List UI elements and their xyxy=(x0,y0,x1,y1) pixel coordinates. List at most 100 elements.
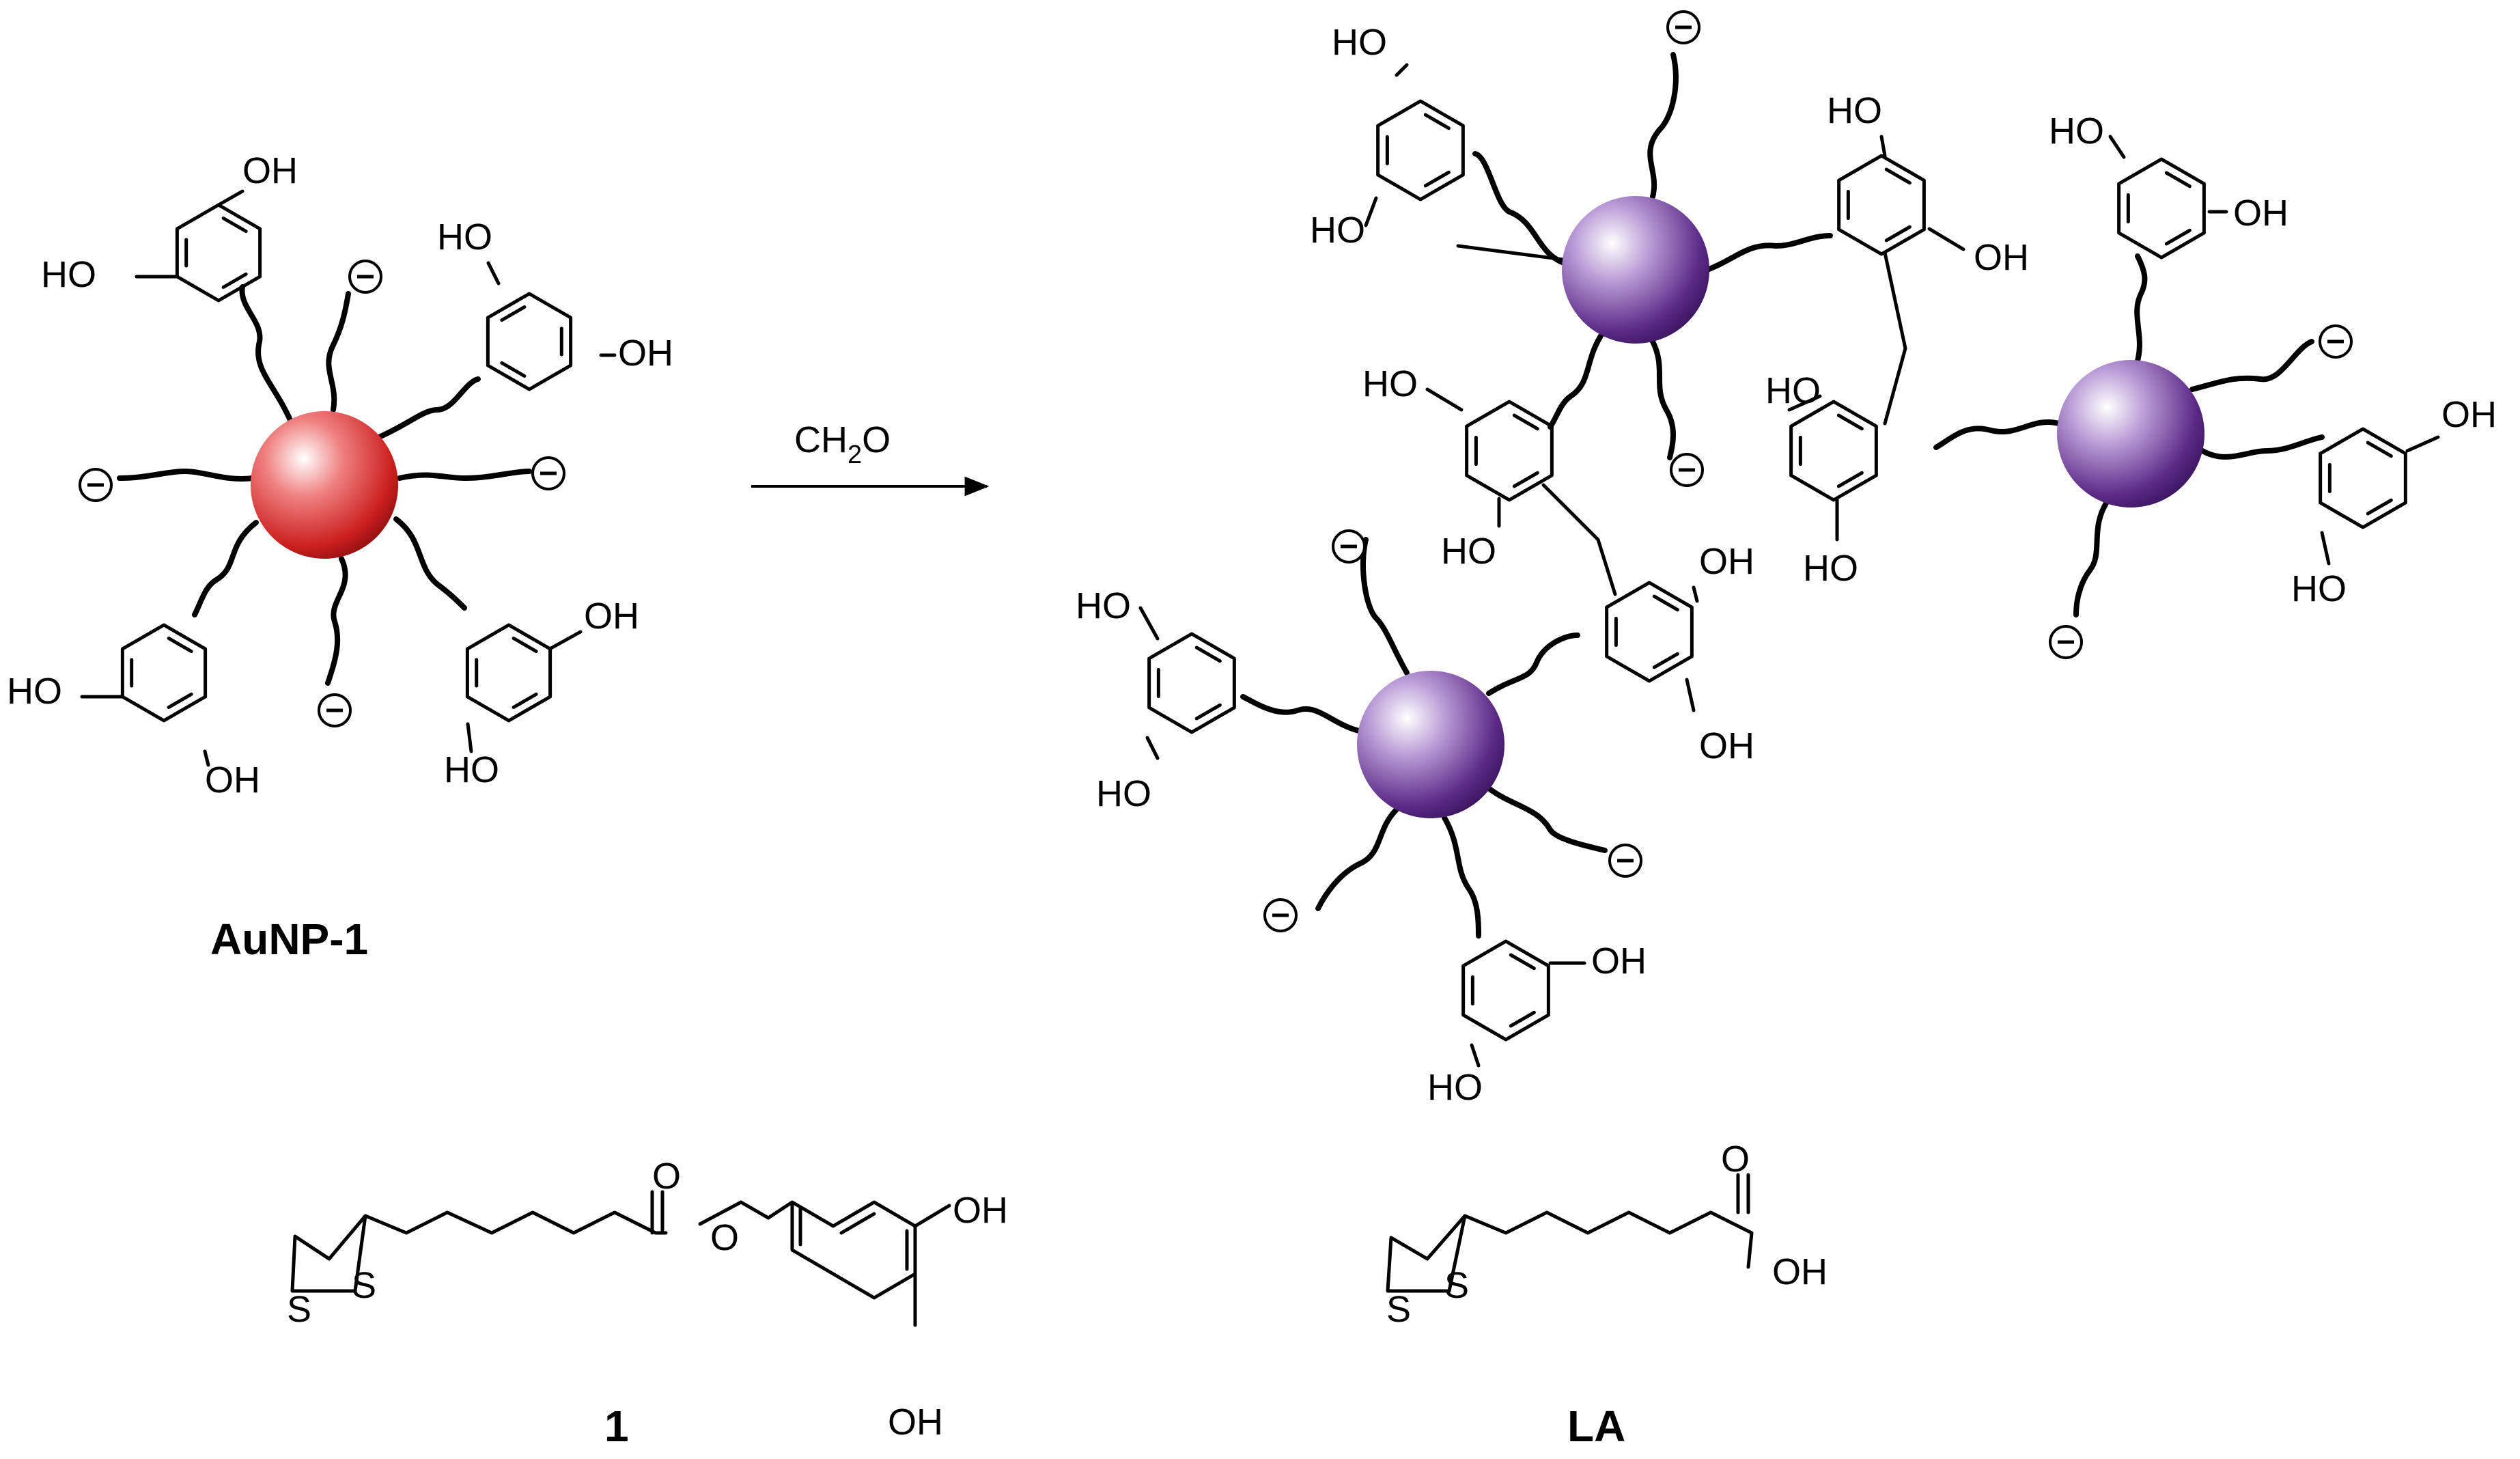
linker-p2-upper-right xyxy=(1486,633,1580,696)
linker-p2-left xyxy=(1240,694,1362,734)
linker-p1-bottom xyxy=(1650,339,1676,460)
product-nanoparticle-bottom xyxy=(1357,671,1504,818)
ho-label: HO xyxy=(1076,585,1131,626)
ho-bond xyxy=(1879,135,1887,158)
ho-label: HO xyxy=(1827,90,1882,131)
resorcinol-rings xyxy=(120,99,2407,1042)
compound-1-structure xyxy=(290,1190,951,1327)
negative-charge-icon xyxy=(2319,324,2353,359)
oh-label: OH xyxy=(2441,394,2497,435)
sulfur-label: S xyxy=(1386,1289,1411,1330)
linker-aunp1-lower-left xyxy=(192,520,259,617)
ring-p1-outer xyxy=(1376,99,1465,202)
oh-label: OH xyxy=(205,760,260,801)
linker-p2-lower-right xyxy=(1483,783,1608,853)
ring-p3-right xyxy=(2319,427,2407,529)
oh-label: OH xyxy=(2233,193,2288,234)
oh-label: OH xyxy=(1591,941,1647,982)
linker-aunp1-right xyxy=(397,469,532,482)
ho-bond xyxy=(2108,135,2126,159)
ho-label: HO xyxy=(2291,568,2347,609)
oh-bond xyxy=(548,630,583,651)
negative-charge-icon xyxy=(1666,10,1700,44)
compound-la-structure xyxy=(1386,1173,1754,1293)
oh-label: OH xyxy=(1974,237,2029,278)
negative-charge-icon xyxy=(1332,529,1366,564)
ring-p3-bridge xyxy=(1789,400,1878,502)
product-nanoparticle-top xyxy=(1562,196,1709,344)
oh-bond xyxy=(1692,585,1699,603)
ho-label: HO xyxy=(1310,210,1365,251)
linker-p1-top xyxy=(1647,52,1679,199)
ring-aunp1-lower-right xyxy=(465,623,552,723)
oh-label: OH xyxy=(618,333,673,374)
sulfur-label: S xyxy=(287,1289,311,1330)
negative-charge-icon xyxy=(79,468,113,502)
ho-bond xyxy=(1395,63,1409,77)
ho-bond xyxy=(1145,736,1160,760)
oh-bond xyxy=(216,189,244,207)
nanoparticles xyxy=(251,196,2204,818)
acid-oh-label: OH xyxy=(1772,1251,1828,1292)
linker-p3-right xyxy=(2200,434,2325,460)
carbonyl-oxygen-label: O xyxy=(1721,1139,1750,1180)
linker-aunp1-left xyxy=(117,468,255,482)
ho-bond xyxy=(1364,196,1378,227)
negative-charge-icon xyxy=(348,260,382,294)
oh-label: OH xyxy=(953,1190,1008,1231)
oh-label: OH xyxy=(1699,541,1754,582)
ho-label: HO xyxy=(1427,1067,1483,1108)
linker-aunp1-bottom xyxy=(325,556,348,686)
linker-aunp1-top-left xyxy=(239,284,293,423)
carbonyl-oxygen-label: O xyxy=(652,1156,681,1197)
ho-label: HO xyxy=(1803,548,1858,589)
linker-aunp1-upper-right xyxy=(376,376,481,440)
linker-aunp1-lower-right xyxy=(393,516,467,611)
methylene-bridge-right xyxy=(1883,251,1907,350)
oh-bond xyxy=(2405,435,2440,453)
ho-label: HO xyxy=(1096,773,1151,814)
linker-aunp1-top xyxy=(326,291,351,413)
ho-label: HO xyxy=(7,671,62,712)
ho-label: HO xyxy=(41,254,96,295)
ho-label: HO xyxy=(1332,22,1387,63)
ring-p1-lower-bridge xyxy=(1465,400,1554,502)
ring-p2-bottom xyxy=(1461,939,1550,1042)
ring-aunp1-top-left xyxy=(175,203,262,303)
linker-p1-left xyxy=(1472,151,1567,266)
ho-bond xyxy=(1787,394,1822,412)
ho-label: HO xyxy=(444,749,499,790)
sulfur-label: S xyxy=(1444,1265,1469,1306)
ho-label: HO xyxy=(1441,531,1496,572)
linker-p2-bottom xyxy=(1442,815,1481,939)
methylene-bridge-right-lower xyxy=(1883,346,1907,426)
ho-label: HO xyxy=(437,217,492,258)
linker-p3-top xyxy=(2134,253,2148,363)
ho-label: HO xyxy=(1362,363,1418,404)
product-nanoparticle-right xyxy=(2057,360,2204,508)
ho-bond xyxy=(1138,606,1160,641)
ho-bond xyxy=(466,722,473,753)
ring-p3-top xyxy=(2117,157,2206,260)
negative-charge-icon xyxy=(318,693,352,727)
ring-aunp1-lower-left xyxy=(120,623,208,723)
ring-p1-bridge xyxy=(1837,154,1926,256)
linker-p3-left xyxy=(1933,419,2062,450)
methylene-bridge-left-lower xyxy=(1596,538,1617,596)
ho-bond xyxy=(1425,387,1464,412)
ring-p2-bridge xyxy=(1605,581,1694,683)
methylene-bridge-left xyxy=(1541,483,1600,542)
ring-p2-outer xyxy=(1147,632,1236,734)
oh-label: OH xyxy=(1699,725,1754,766)
compound-1-label: 1 xyxy=(604,1402,629,1451)
linker-chains xyxy=(80,52,2440,1068)
oh-label: OH xyxy=(584,596,639,637)
oh-bond xyxy=(1685,678,1696,712)
reagent-label: CH2O xyxy=(794,419,891,469)
oh-bond xyxy=(1927,227,1965,251)
aunp1-label: AuNP-1 xyxy=(210,915,368,964)
ho-label: HO xyxy=(1765,370,1821,411)
negative-charge-icon xyxy=(531,456,565,490)
oh-label: OH xyxy=(242,150,298,191)
linker-p2-top xyxy=(1360,537,1410,676)
